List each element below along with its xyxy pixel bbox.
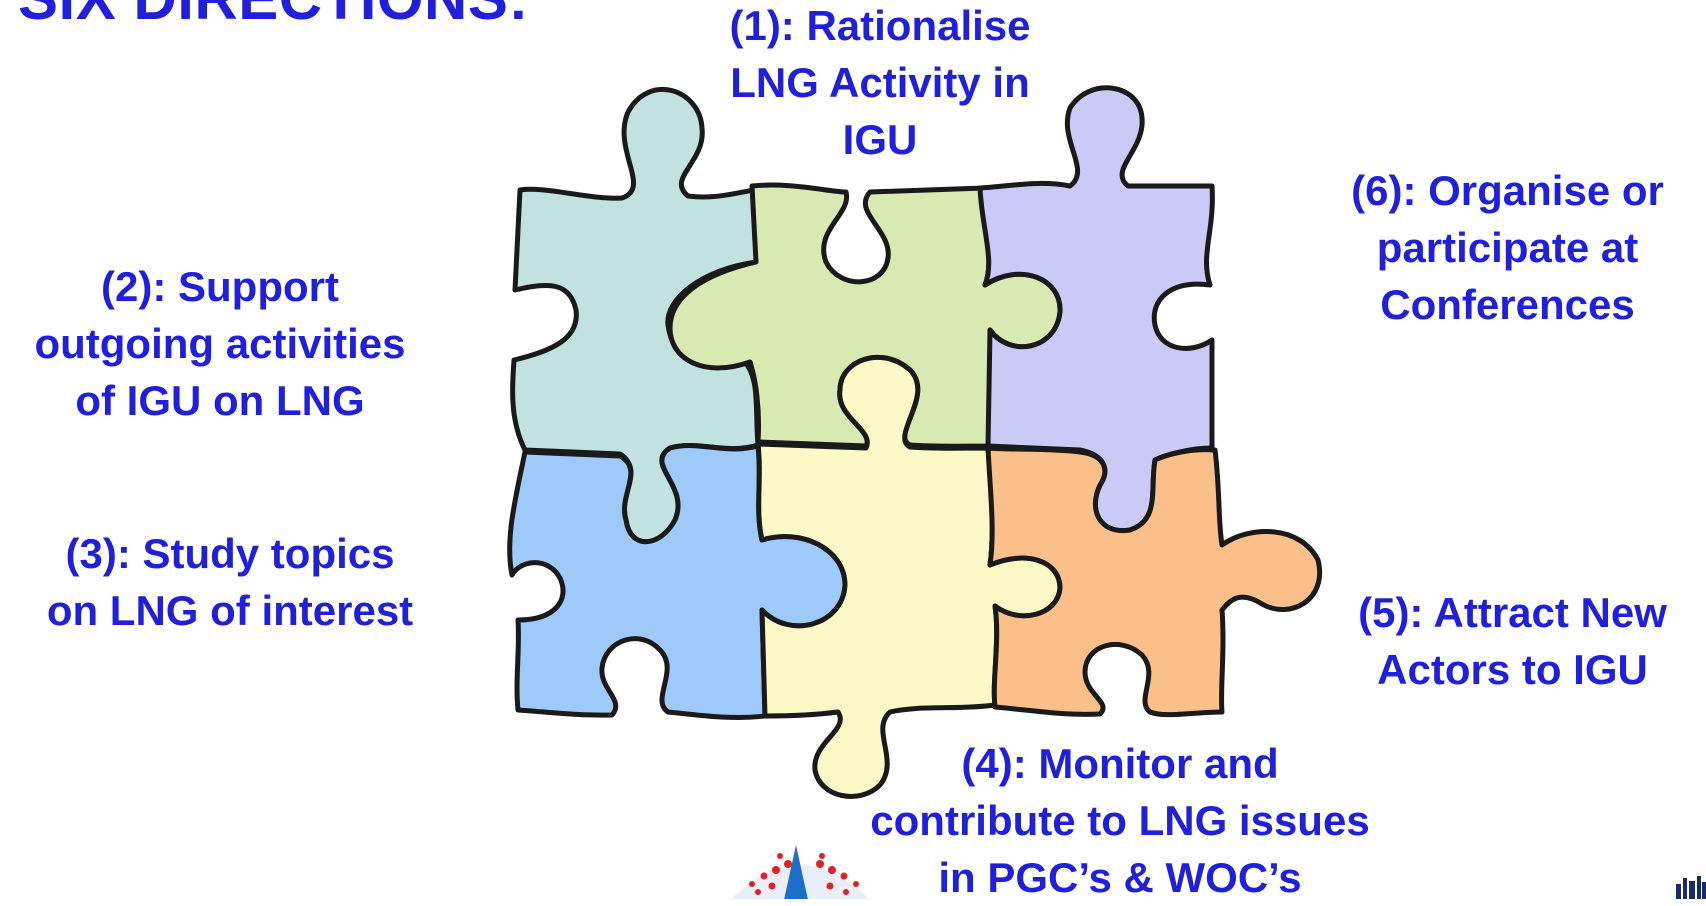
- direction-2-label: (2): Support outgoing activities of IGU …: [34, 263, 406, 424]
- direction-1-label: (1): Rationalise LNG Activity in IGU: [729, 2, 1031, 163]
- direction-4-label: (4): Monitor and contribute to LNG issue…: [870, 740, 1370, 901]
- slide-title: SIX DIRECTIONS:: [18, 0, 529, 33]
- city-skyline-logo: [1676, 876, 1706, 899]
- puzzle-piece-orange: [985, 445, 1323, 718]
- direction-3-label: (3): Study topics on LNG of interest: [46, 530, 414, 634]
- igu-globe-logo: [731, 845, 869, 899]
- direction-5-label: (5): Attract New Actors to IGU: [1358, 589, 1667, 693]
- puzzle-piece-lavender: [977, 85, 1215, 534]
- direction-6-label: (6): Organise or participate at Conferen…: [1351, 167, 1664, 328]
